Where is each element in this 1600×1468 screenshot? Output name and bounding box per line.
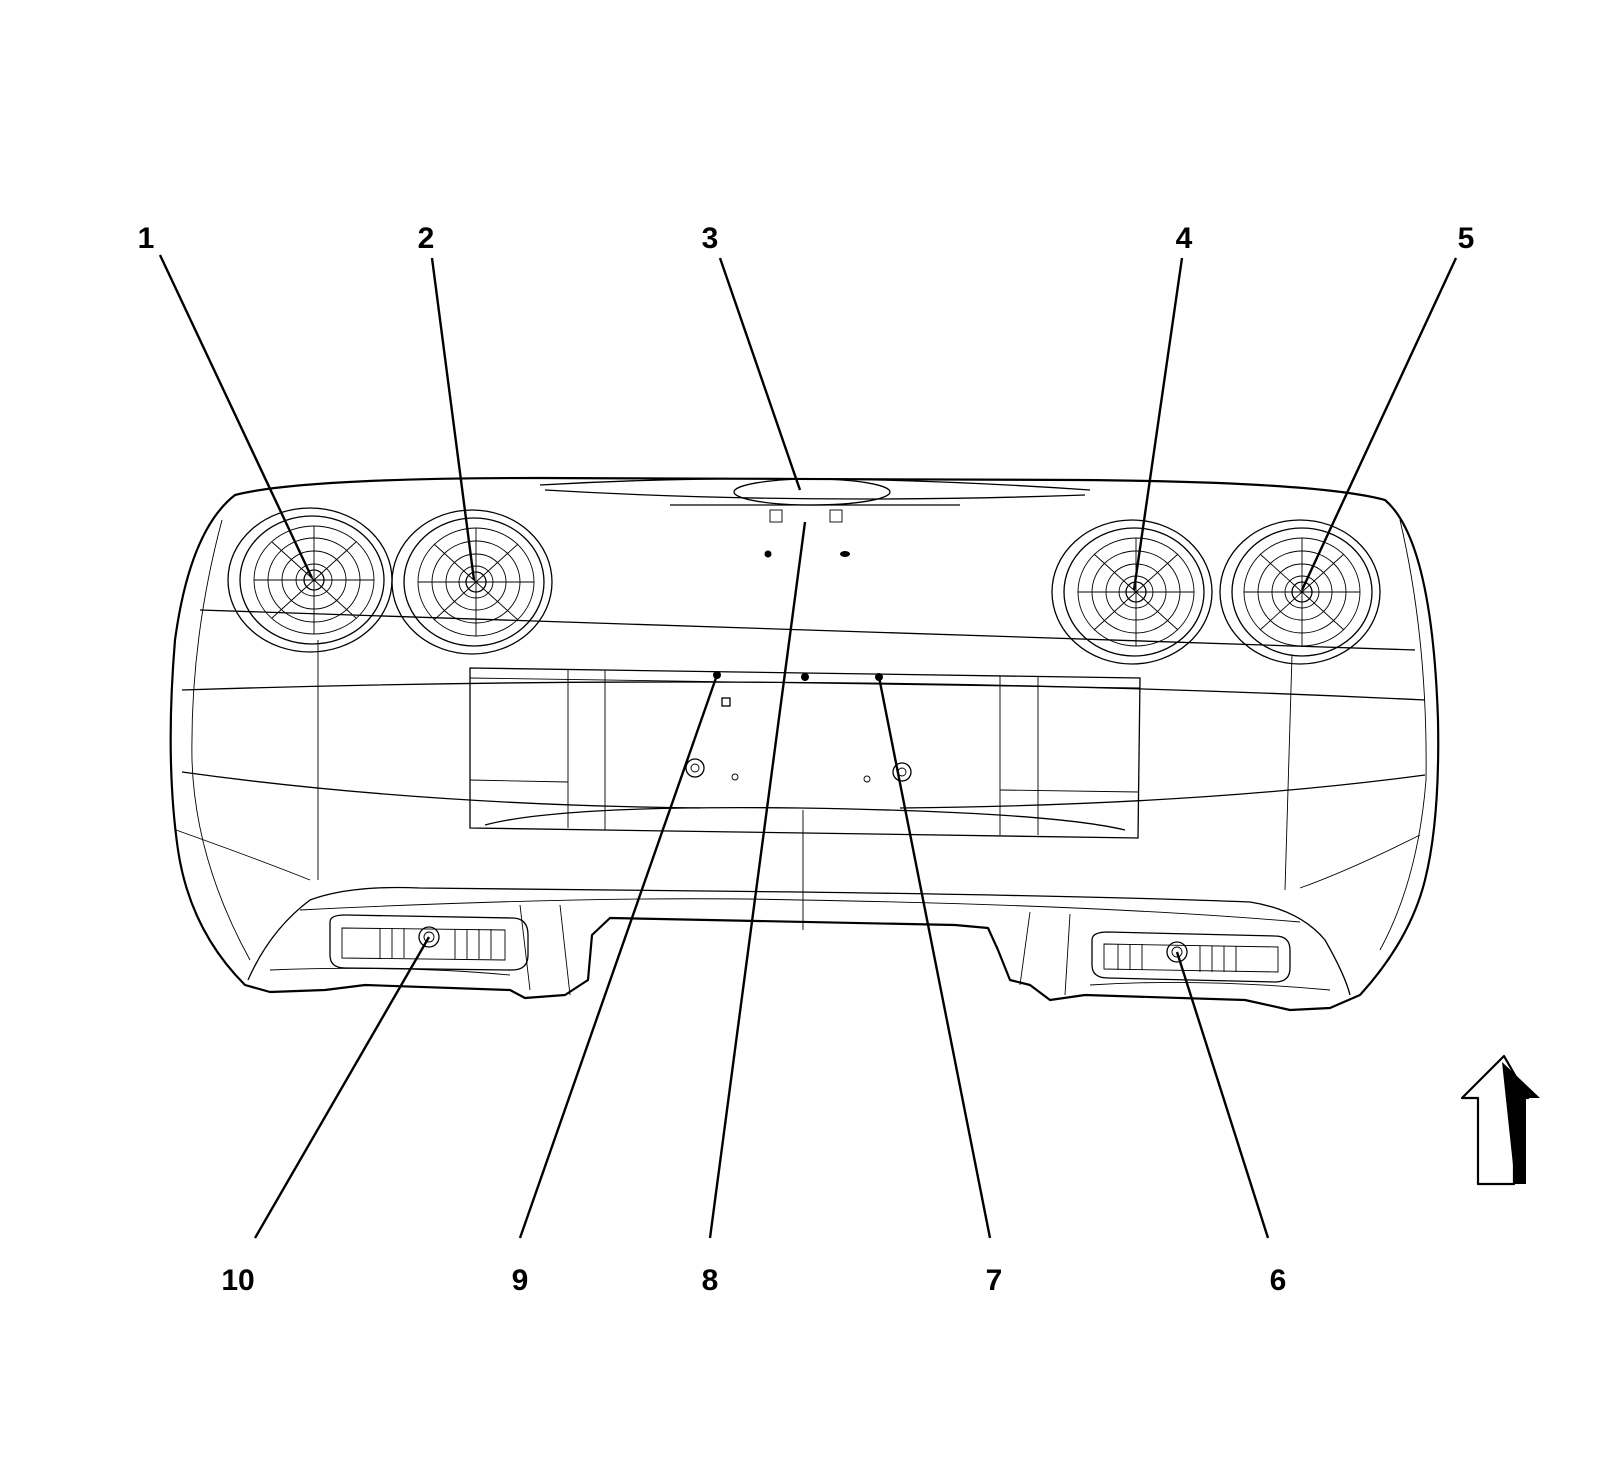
license-plate-pocket <box>469 667 1141 839</box>
callout-3: 3 <box>702 222 719 255</box>
tail-lamp-right-inner <box>1051 519 1213 665</box>
leader-6 <box>1175 951 1270 1239</box>
callout-8: 8 <box>702 1264 719 1297</box>
callout-labels: 1 2 3 4 5 6 7 8 9 10 <box>138 222 1475 1297</box>
leader-7 <box>877 676 992 1239</box>
leader-5 <box>1300 257 1458 591</box>
tail-lamp-left-inner <box>391 509 553 655</box>
callout-9: 9 <box>512 1264 529 1297</box>
rear-fascia <box>169 476 1440 1012</box>
leader-1 <box>158 254 314 579</box>
callout-7: 7 <box>986 1264 1003 1297</box>
exhaust-outlet-left <box>329 914 529 971</box>
leader-2 <box>430 257 476 581</box>
leader-3 <box>718 257 802 491</box>
leader-lines <box>158 254 1458 1239</box>
callout-2: 2 <box>418 222 435 255</box>
tail-lamp-right-outer <box>1219 519 1381 665</box>
up-arrow-icon <box>1460 1054 1540 1186</box>
leader-4 <box>1132 257 1184 591</box>
callout-6: 6 <box>1270 1264 1287 1297</box>
callout-4: 4 <box>1176 222 1193 255</box>
callout-10: 10 <box>221 1264 254 1297</box>
lower-diffuser <box>247 886 1351 996</box>
leader-9 <box>518 674 719 1239</box>
callout-5: 5 <box>1458 222 1475 255</box>
leader-8 <box>708 521 807 1239</box>
exhaust-outlet-right <box>1091 931 1291 983</box>
tail-lamp-left-outer <box>227 507 393 653</box>
callout-1: 1 <box>138 222 155 255</box>
leader-10 <box>253 936 431 1239</box>
upper-lid-recess <box>539 477 1091 558</box>
